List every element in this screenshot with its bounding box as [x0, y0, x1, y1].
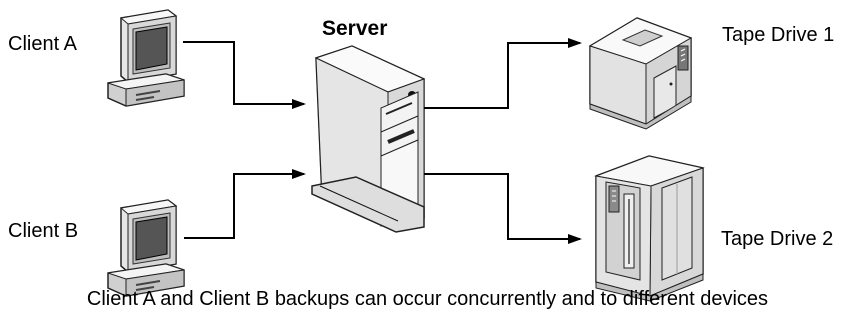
tape-drive-2-label: Tape Drive 2	[721, 228, 834, 250]
tape-drive-2-icon	[594, 155, 705, 302]
client-a-computer-icon	[107, 9, 185, 107]
client-a-to-server-connector	[183, 41, 306, 109]
tape-drive-1-icon	[588, 17, 693, 130]
diagram-caption: Client A and Client B backups can occur …	[86, 288, 769, 310]
server-to-tape-drive-2-connector	[424, 173, 582, 244]
client-b-label: Client B	[8, 220, 79, 242]
client-a-label: Client A	[8, 33, 77, 55]
client-b-to-server-connector	[184, 169, 306, 239]
client-b-computer-icon	[107, 199, 185, 297]
server-tower-icon	[311, 45, 426, 233]
server-label: Server	[322, 17, 388, 40]
server-to-tape-drive-1-connector	[424, 38, 582, 109]
tape-drive-1-label: Tape Drive 1	[722, 24, 835, 46]
